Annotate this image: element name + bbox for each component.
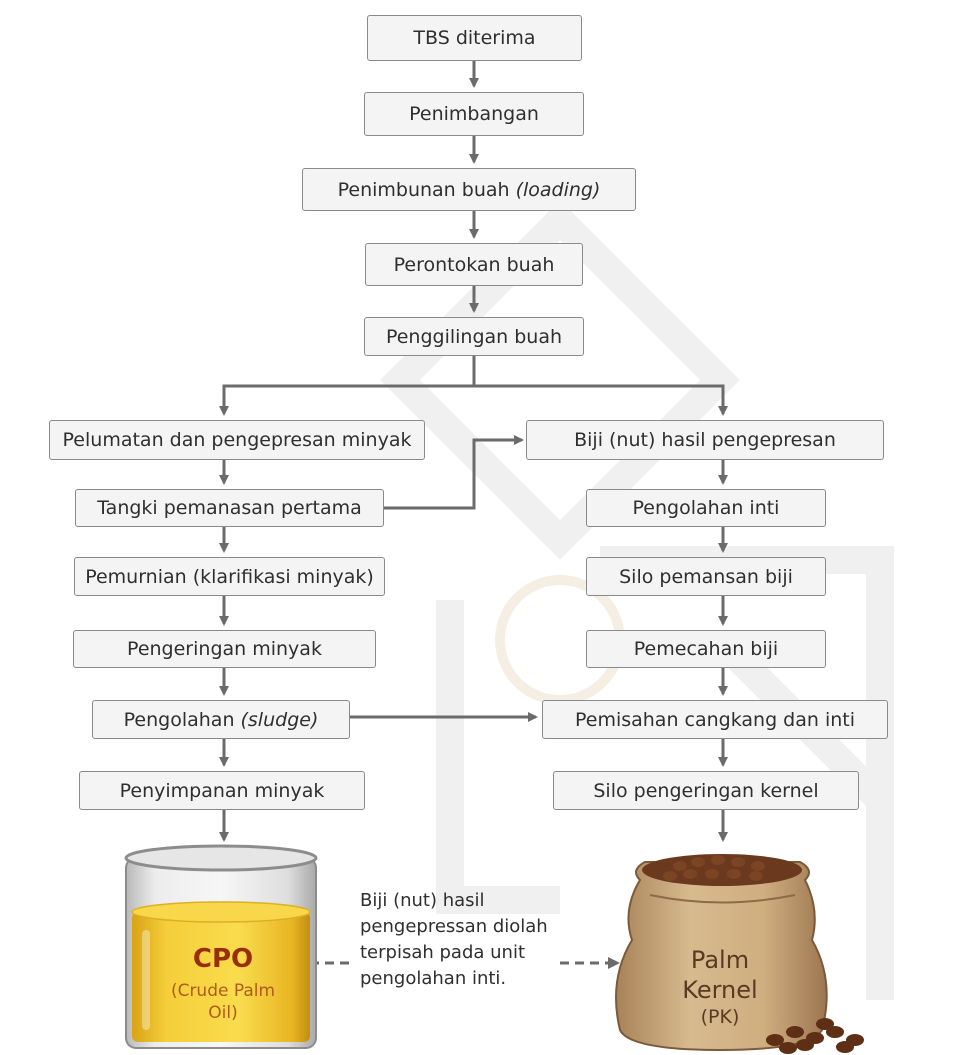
node-penggilingan-buah: Penggilingan buah (364, 317, 584, 356)
node-silo-pengeringan: Silo pengeringan kernel (553, 771, 859, 810)
node-label: Pengolahan inti (632, 497, 780, 519)
node-label-italic: (sludge) (240, 708, 319, 731)
cpo-title: CPO (192, 944, 254, 974)
node-penyimpanan-minyak: Penyimpanan minyak (79, 771, 365, 810)
node-penimbunan-buah: Penimbunan buah(loading) (302, 168, 636, 211)
node-label: Penimbangan (409, 103, 539, 125)
node-label: Pemurnian (klarifikasi minyak) (85, 565, 374, 588)
cpo-subtitle-line: Oil) (208, 1003, 238, 1023)
pk-title: Palm Kernel (660, 945, 780, 1005)
pk-subtitle: (PK) (700, 1006, 740, 1028)
pk-title-line: Palm (690, 946, 750, 974)
node-label: Pemecahan biji (633, 638, 779, 660)
arrow-split-left (219, 356, 476, 416)
sack-fold (649, 894, 796, 904)
node-label: Pelumatan dan pengepresan minyak (62, 429, 412, 451)
pk-sack-illustration (615, 854, 864, 1054)
node-label: Penyimpanan minyak (119, 779, 325, 802)
container-rim (124, 844, 318, 872)
note-line: pengepressan diolah (360, 916, 548, 937)
cpo-subtitle: (Crude Palm Oil) (140, 980, 306, 1024)
node-label: Silo pemansan biji (619, 565, 793, 588)
node-biji-nut: Biji (nut) hasil pengepresan (526, 420, 884, 460)
glass-shine (142, 930, 150, 1030)
node-label: Pengolahan (123, 708, 235, 731)
node-label: Tangki pemanasan pertama (97, 497, 362, 519)
node-label: Perontokan buah (393, 253, 555, 276)
node-label: Pemisahan cangkang dan inti (574, 708, 856, 731)
note-line: pengolahan inti. (360, 968, 507, 989)
node-label-italic: (loading) (515, 178, 601, 201)
arrow-split-right (474, 384, 728, 416)
node-label: Silo pengeringan kernel (593, 779, 819, 802)
node-label: Penimbunan buah (337, 178, 510, 201)
note-line: terpisah pada unit (360, 942, 526, 963)
spilled-kernels (766, 1018, 864, 1054)
cpo-subtitle-line: (Crude Palm (170, 981, 276, 1001)
node-label: Biji (nut) hasil pengepresan (574, 429, 836, 451)
node-pemecahan-biji: Pemecahan biji (586, 630, 826, 668)
node-label: TBS diterima (413, 27, 536, 49)
oil-surface (131, 901, 311, 923)
note-text: Biji (nut) hasil pengepressan diolah ter… (360, 888, 610, 992)
node-pelumatan: Pelumatan dan pengepresan minyak (49, 420, 425, 460)
node-tangki-pemanasan: Tangki pemanasan pertama (75, 489, 384, 527)
node-pengeringan-minyak: Pengeringan minyak (73, 630, 376, 668)
node-pengolahan-inti: Pengolahan inti (586, 489, 826, 527)
node-pengolahan-sludge: Pengolahan(sludge) (92, 700, 350, 739)
oil-fill (132, 912, 310, 1042)
node-tbs-diterima: TBS diterima (367, 15, 582, 61)
cpo-container-illustration (124, 844, 318, 1049)
node-silo-pemanasan: Silo pemansan biji (586, 557, 826, 596)
node-pemisahan: Pemisahan cangkang dan inti (542, 700, 888, 739)
node-label: Penggilingan buah (385, 325, 563, 348)
kernel-seeds (663, 855, 765, 881)
node-perontokan-buah: Perontokan buah (365, 243, 583, 286)
node-pemurnian: Pemurnian (klarifikasi minyak) (74, 557, 385, 596)
arrow-tangki-biji (384, 435, 524, 510)
pk-title-line: Kernel (682, 976, 758, 1004)
node-penimbangan: Penimbangan (364, 92, 584, 136)
node-label: Pengeringan minyak (127, 638, 322, 660)
note-line: Biji (nut) hasil (360, 890, 485, 911)
